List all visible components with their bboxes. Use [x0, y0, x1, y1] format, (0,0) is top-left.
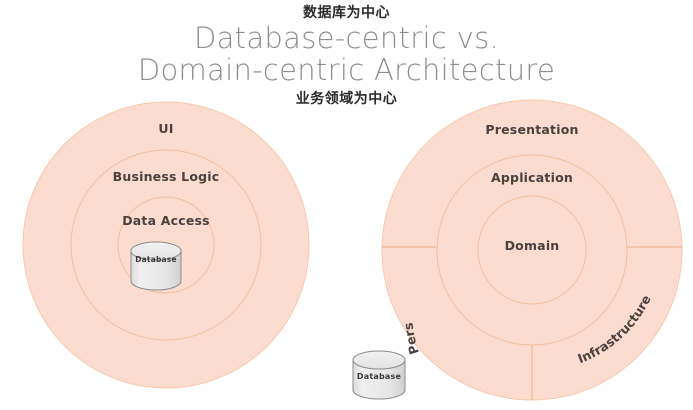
bottom-database-cylinder	[352, 350, 406, 400]
bottom-database-label: Database	[356, 372, 402, 381]
left-label-data-access: Data Access	[122, 213, 210, 228]
left-label-business-logic: Business Logic	[112, 169, 220, 184]
right-label-domain: Domain	[504, 238, 560, 253]
left-architecture-circle	[22, 101, 310, 389]
right-label-presentation: Presentation	[485, 122, 579, 137]
left-database-cylinder	[130, 241, 182, 291]
left-database-label: Database	[135, 255, 177, 264]
left-label-ui: UI	[158, 121, 174, 136]
right-label-application: Application	[491, 170, 573, 185]
right-ring-domain	[477, 195, 587, 305]
